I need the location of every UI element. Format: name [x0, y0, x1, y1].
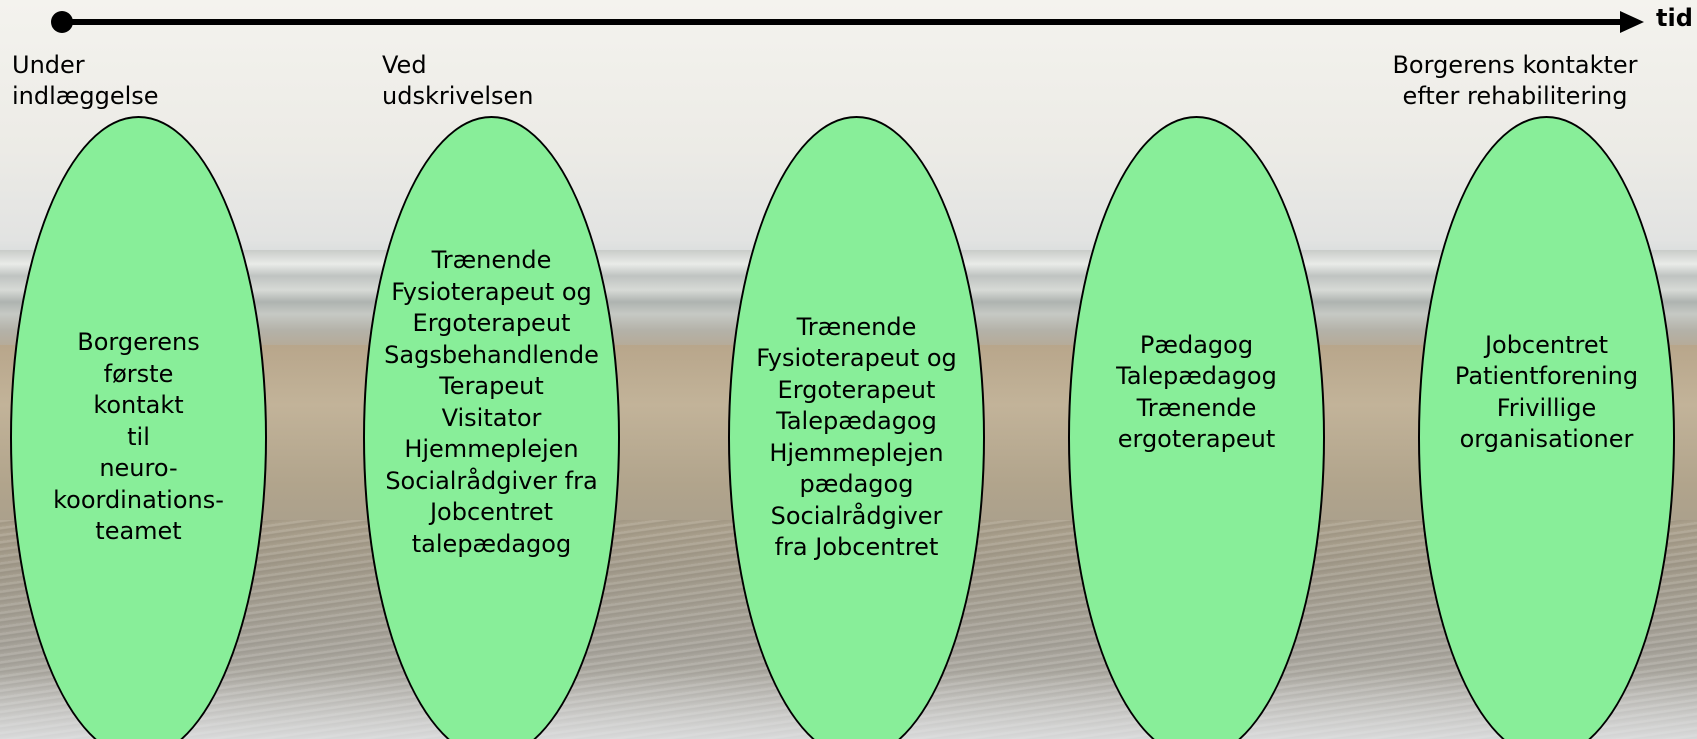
bubble-line: første: [103, 359, 174, 388]
bubble-line: Jobcentret: [1484, 330, 1609, 359]
time-axis-label: tid: [1656, 4, 1693, 32]
bubble-line: organisationer: [1459, 425, 1634, 453]
bubble-line: Patientforening: [1454, 362, 1639, 390]
bubble-line: kontakt: [93, 391, 184, 420]
timeline-arrowhead: [1620, 11, 1644, 33]
bubble-line: Borgerens: [77, 328, 200, 357]
bubble-line: ergoterapeut: [1117, 425, 1276, 453]
phase-label-admission: Under indlæggelse: [12, 50, 159, 112]
phase-label-line: efter rehabilitering: [1402, 82, 1628, 110]
timeline: [51, 11, 1644, 33]
bubble-line: neuro-: [99, 454, 178, 483]
bubble-line: Hjemmeplejen: [404, 435, 579, 463]
bubble-line: Jobcentret: [429, 498, 554, 526]
bubble-line: Talepædagog: [776, 407, 937, 435]
bubble-line: pædagog: [799, 470, 914, 498]
bubble-line: Sagsbehandlende: [384, 340, 599, 369]
phase-label-after-rehab: Borgerens kontakter efter rehabilitering: [1370, 50, 1660, 112]
bubble-line: Trænende: [796, 312, 917, 341]
bubble-line: teamet: [95, 517, 182, 546]
phase-label-line: Under: [12, 51, 85, 79]
bubble-line: Trænende: [1136, 393, 1257, 422]
phase-label-line: indlæggelse: [12, 82, 159, 110]
bubble-line: talepædagog: [411, 529, 572, 558]
bubble-line: Ergoterapeut: [412, 309, 571, 337]
phase-label-line: Borgerens kontakter: [1392, 51, 1638, 79]
bubble-line: Terapeut: [439, 372, 544, 400]
bubble-line: Fysioterapeut og: [391, 277, 592, 306]
bubble-line: koordinations-: [53, 485, 224, 514]
bubble-line: Trænende: [431, 246, 552, 274]
bubble-line: Fysioterapeut og: [756, 344, 957, 372]
bubble-line: Ergoterapeut: [777, 375, 936, 404]
bubble-line: Socialrådgiver fra: [385, 466, 598, 495]
bubble-line: Socialrådgiver: [770, 501, 943, 530]
bubble-line: til: [127, 422, 150, 451]
bubble-line: Frivillige: [1496, 393, 1597, 422]
bubble-line: Hjemmeplejen: [769, 438, 944, 467]
phase-label-line: udskrivelsen: [382, 82, 534, 110]
phase-label-line: Ved: [382, 51, 427, 79]
bubble-line: Pædagog: [1139, 330, 1254, 359]
bubble-line: fra Jobcentret: [774, 533, 939, 561]
bubble-line: Talepædagog: [1116, 362, 1277, 390]
bubble-line: Visitator: [441, 403, 542, 432]
phase-label-discharge: Ved udskrivelsen: [382, 50, 534, 112]
